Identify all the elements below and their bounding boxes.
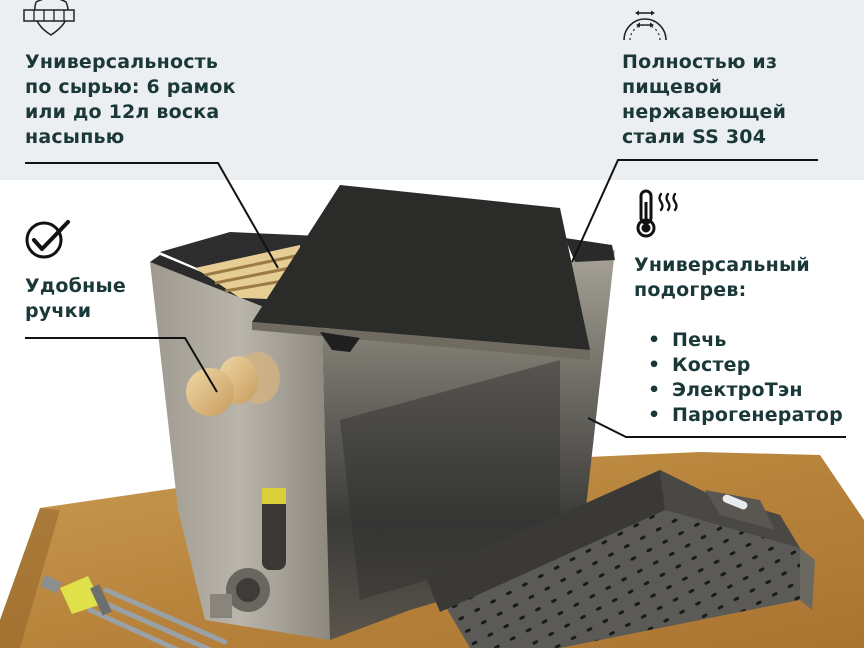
callout-line-handles — [25, 337, 218, 393]
feature-handles-line: Удобные — [25, 275, 126, 297]
feature-steel-line: нержавеющей — [622, 101, 787, 123]
thermometer-heat-icon — [636, 189, 678, 238]
feature-handles-line: ручки — [25, 300, 92, 322]
feature-steel-line: пищевой — [622, 76, 723, 98]
honeycomb-frame-drop-icon — [23, 0, 75, 36]
electric-heating-element — [40, 574, 228, 648]
feature-steel-line: Полностью из — [622, 51, 778, 73]
feature-steel: Полностью из пищевой нержавеющей стали S… — [622, 50, 786, 150]
feature-heating: Универсальный подогрев: Печь Костер Элек… — [634, 253, 843, 428]
callout-lines — [25, 159, 846, 438]
feature-raw-material-line: насыпью — [25, 126, 125, 148]
callout-line-steel — [571, 159, 818, 263]
callout-line-raw-material — [25, 162, 279, 269]
heating-source-item: Печь — [648, 328, 843, 353]
feature-heating-line: подогрев: — [634, 279, 747, 301]
feature-raw-material-line: Универсальность — [25, 51, 219, 73]
callout-line-heating — [587, 417, 846, 438]
wooden-handle — [186, 352, 280, 416]
perforated-basket — [425, 470, 815, 648]
checkmark-circle-icon — [25, 220, 70, 259]
feature-heating-line: Универсальный — [634, 254, 810, 276]
heating-source-item: Парогенератор — [648, 403, 843, 428]
feature-raw-material-line: или до 12л воска — [25, 101, 220, 123]
feature-handles: Удобные ручки — [25, 274, 126, 324]
melter-lid — [252, 185, 590, 360]
feature-steel-line: стали SS 304 — [622, 126, 767, 148]
heating-sources-list: Печь Костер ЭлектроТэн Парогенератор — [648, 328, 843, 428]
steel-arc-icon — [623, 10, 667, 41]
top-info-band — [0, 0, 864, 180]
heating-source-item: Костер — [648, 353, 843, 378]
feature-raw-material: Универсальность по сырью: 6 рамок или до… — [25, 50, 236, 150]
heating-source-item: ЭлектроТэн — [648, 378, 843, 403]
feature-raw-material-line: по сырью: 6 рамок — [25, 76, 236, 98]
drain-valve — [210, 488, 286, 618]
